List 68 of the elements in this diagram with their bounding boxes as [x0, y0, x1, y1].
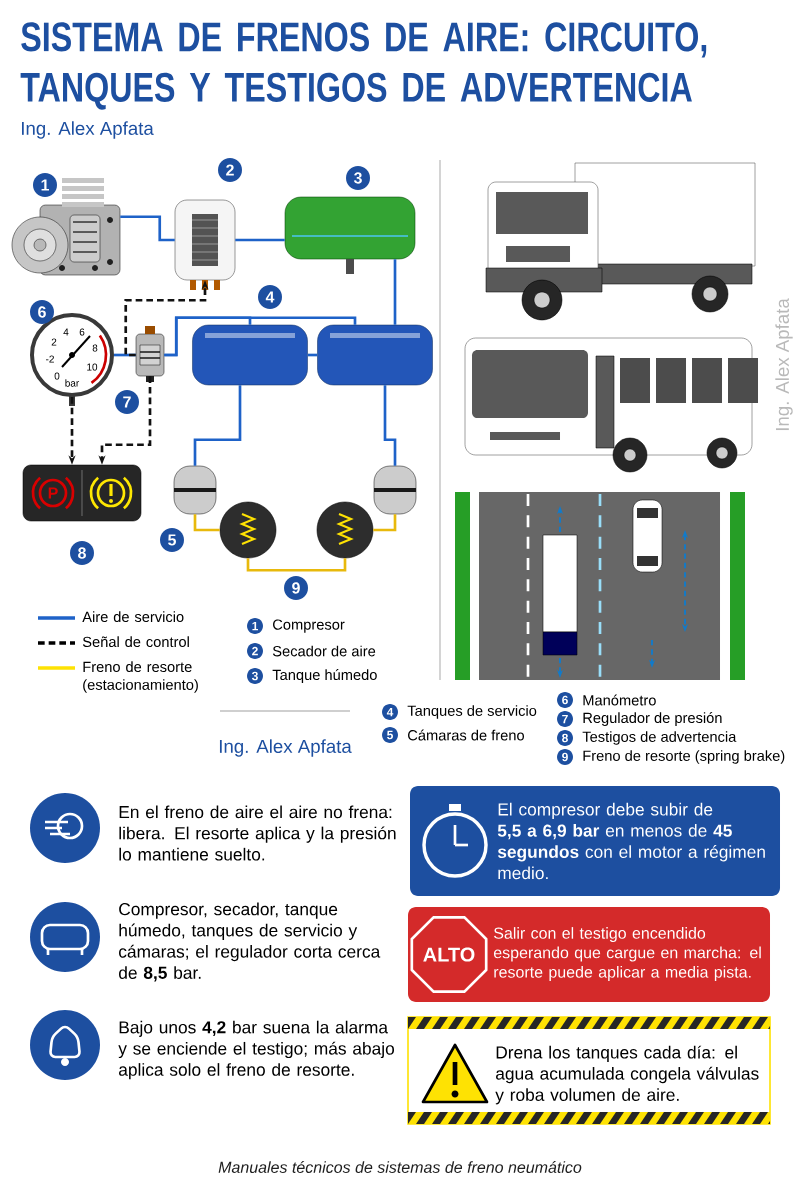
spring-brake-drawing — [219, 501, 277, 559]
spring-brake-drawing — [316, 501, 374, 559]
gauge-scale-label: -2 — [46, 355, 54, 363]
list-item: Tanques de servicio — [407, 705, 537, 719]
callout-number: 5 — [382, 727, 398, 743]
callout-number: 8 — [70, 541, 94, 565]
callout-number: 4 — [382, 704, 398, 720]
title: SISTEMA DE FRENOS DE AIRE: CIRCUITO, TANQUES Y TESTIGOS DE ADVERTENCIA — [20, 22, 707, 110]
callout-number: 9 — [557, 749, 573, 765]
callout-number: 7 — [115, 390, 139, 414]
author-credit: Ing. Alex Apfata — [775, 298, 793, 431]
callout-number: 6 — [557, 692, 573, 708]
list-item: Compresor — [273, 619, 345, 633]
pipe-line — [235, 238, 285, 242]
callout-number: 3 — [346, 166, 370, 190]
gauge-scale-label: 0 — [54, 372, 60, 380]
gauge-scale-label: 2 — [51, 338, 57, 346]
pipe-line — [193, 385, 242, 466]
callout-number: 6 — [30, 300, 54, 324]
info-box: El compresor debe subir de 5,5 a 6,9 bar en menos de 45 segundos con el motor a régimen medio. — [410, 786, 780, 896]
list-item: Manómetro — [583, 694, 656, 706]
gauge-scale-label: 10 — [87, 363, 98, 371]
callout-number: 8 — [557, 730, 573, 746]
list-item: Testigos de advertencia — [582, 731, 737, 745]
list-item: Secador de aire — [272, 645, 376, 657]
callout-number: 5 — [160, 528, 184, 552]
callout-number: 1 — [247, 618, 263, 634]
legend-text: Señal de control — [82, 636, 189, 648]
gauge-scale-label: 8 — [92, 344, 98, 352]
callout-number: 3 — [247, 668, 263, 684]
brake-chamber-drawing — [373, 465, 417, 515]
service-tank-drawing — [317, 324, 433, 386]
list-item: Freno de resorte (spring brake) — [583, 750, 785, 764]
brake-chamber-drawing — [173, 465, 217, 515]
compressor-drawing — [11, 178, 121, 276]
pipe-line — [393, 259, 397, 325]
callout-number: 2 — [247, 643, 263, 659]
callout-number: 2 — [218, 158, 242, 182]
callout-number: 1 — [33, 173, 57, 197]
tip-text: Bajo unos 4,2 bar suena la alarma y se enciende el testigo; más abajo aplica solo el freno de resorte. — [118, 1020, 394, 1080]
gauge-scale-label: 6 — [79, 328, 85, 336]
pipe-line — [193, 514, 220, 532]
author-credit: Ing. Alex Apfata — [219, 739, 352, 757]
pipe-line — [246, 558, 347, 572]
list-item: Cámaras de freno — [408, 729, 524, 741]
tip-text: Compresor, secador, tanque húmedo, tanques de servicio y cámaras; el regulador corta cerca de 8,5 bar. — [119, 902, 381, 982]
caption: Manuales técnicos de sistemas de freno neumático — [218, 1161, 582, 1173]
legend-text: Freno de resorte (estacionamiento) — [83, 661, 198, 693]
pipe-line — [383, 385, 397, 466]
wet-tank-drawing — [284, 196, 416, 274]
air-dryer-drawing — [174, 199, 236, 290]
pipe-line — [164, 316, 357, 357]
pipe-line — [307, 353, 318, 357]
list-item: Tanque húmedo — [272, 669, 377, 683]
gauge-scale-label: 4 — [63, 328, 69, 336]
callout-number: 7 — [557, 711, 573, 727]
warning-light-panel: P — [22, 464, 142, 522]
regulator-drawing — [135, 326, 165, 382]
pipe-line — [373, 514, 397, 532]
subtitle: Ing. Alex Apfata — [22, 121, 154, 139]
stop-sign: ALTO — [410, 916, 488, 994]
service-tank-drawing — [192, 324, 308, 386]
gauge-scale-label: bar — [65, 379, 80, 387]
pipe-line — [120, 215, 175, 242]
legend-text: Aire de servicio — [82, 611, 184, 623]
callout-number: 4 — [258, 285, 282, 309]
callout-number: 9 — [284, 576, 308, 600]
list-item: Regulador de presión — [583, 712, 722, 726]
